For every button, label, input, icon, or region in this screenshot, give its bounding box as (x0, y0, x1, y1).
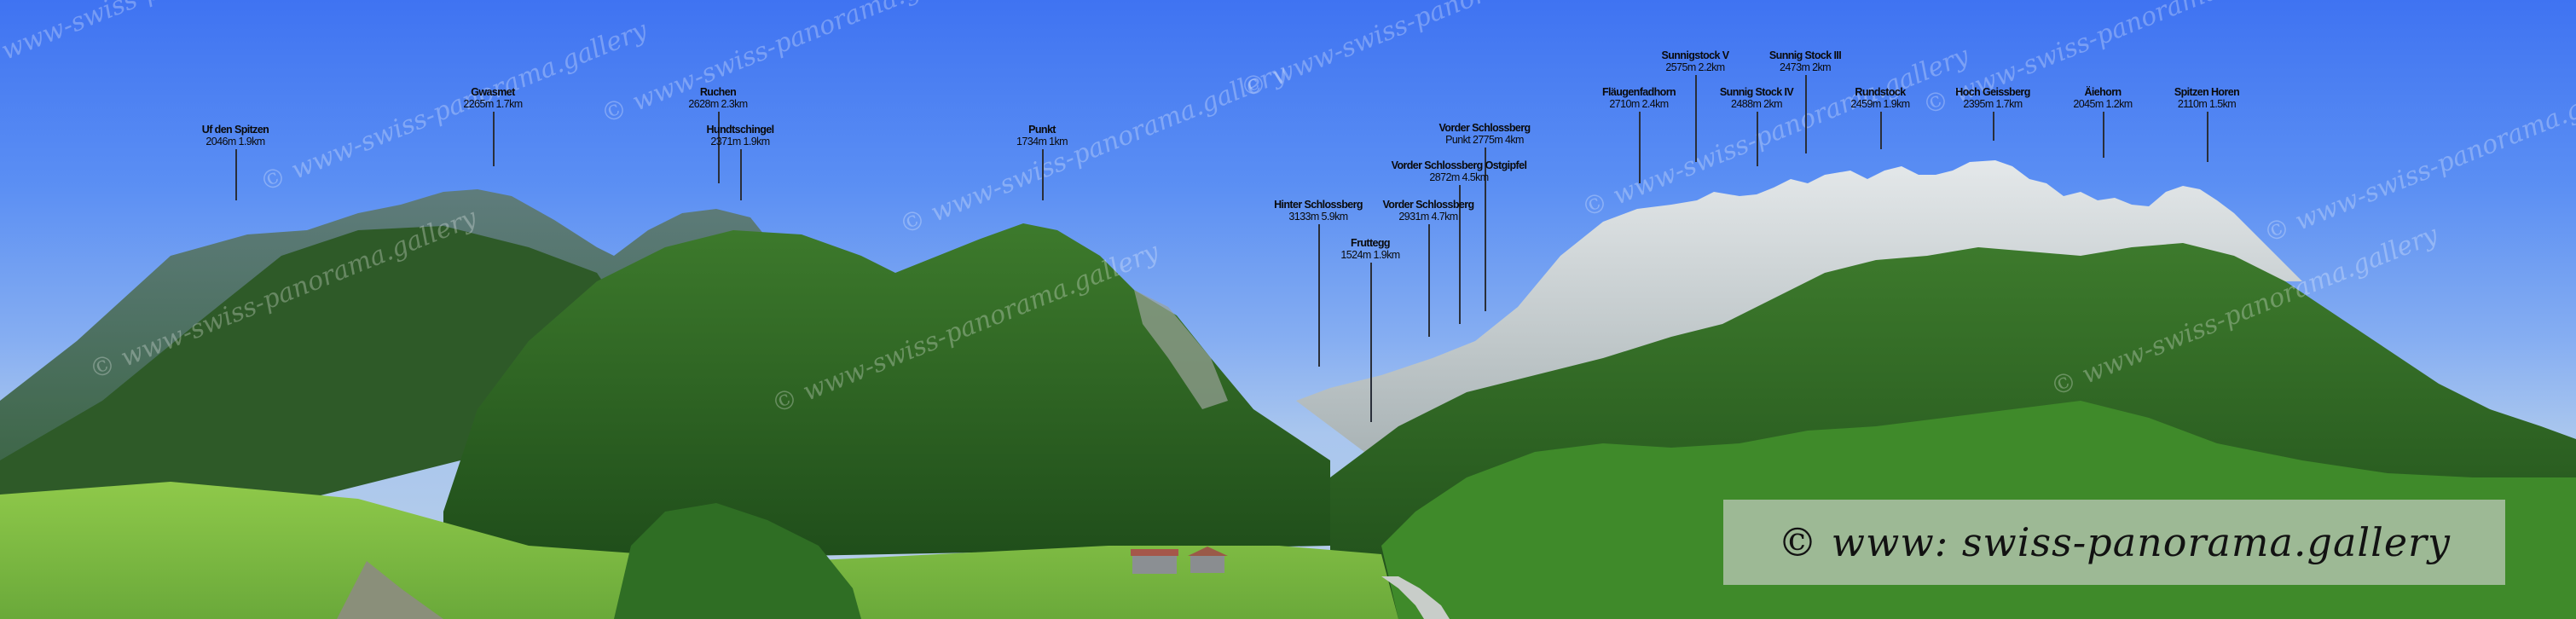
peak-leader-line (1318, 224, 1320, 367)
peak-name: Sunnigstock V (1661, 49, 1729, 61)
peak-elevation-distance: 2710m 2.4km (1609, 98, 1669, 110)
peak-leader-line (493, 112, 495, 166)
peak-leader-line (1459, 185, 1461, 324)
copyright-watermark: © www: swiss-panorama.gallery (1723, 500, 2505, 585)
peak-name: Uf den Spitzen (201, 124, 269, 136)
peak-name: Rundstock (1855, 86, 1906, 98)
peak-name: Sunnig Stock IV (1719, 86, 1794, 98)
peak-leader-line (740, 149, 742, 200)
peak-leader-line (1042, 149, 1044, 200)
peak-name: Vorder Schlossberg Ostgipfel (1391, 159, 1527, 171)
peak-elevation-distance: 2110m 1.5km (2177, 98, 2237, 110)
peak-name: Sunnig Stock III (1768, 49, 1842, 61)
peak-elevation-distance: 2473m 2km (1780, 61, 1832, 73)
peak-elevation-distance: 2872m 4.5km (1429, 171, 1489, 183)
peak-leader-line (1695, 75, 1697, 162)
peak-name: Vorder Schlossberg (1382, 199, 1474, 211)
peak-name: Vorder Schlossberg (1439, 122, 1531, 134)
peak-name: Hundtschingel (706, 124, 774, 136)
peak-elevation-distance: 1734m 1km (1016, 136, 1068, 148)
peak-leader-line (1485, 148, 1486, 311)
peak-leader-line (2207, 112, 2208, 162)
peak-leader-line (718, 112, 720, 183)
peak-elevation-distance: 2575m 2.2km (1665, 61, 1725, 73)
peak-elevation-distance: 3133m 5.9km (1288, 211, 1348, 223)
peak-name: Fläugenfadhorn (1601, 86, 1676, 98)
peak-elevation-distance: 2488m 2km (1731, 98, 1783, 110)
peak-name: Punkt (1028, 124, 1056, 136)
peak-leader-line (1370, 263, 1372, 422)
peak-name: Gwasmet (471, 86, 515, 98)
peak-name: Spitzen Horen (2174, 86, 2240, 98)
peak-elevation-distance: 2046m 1.9km (206, 136, 265, 148)
peak-leader-line (1880, 112, 1882, 149)
peak-elevation-distance: 1524m 1.9km (1340, 249, 1400, 261)
peak-name: Ruchen (699, 86, 737, 98)
peak-leader-line (1757, 112, 1758, 166)
peak-elevation-distance: Punkt 2775m 4km (1445, 134, 1524, 146)
peak-name: Hoch Geissberg (1955, 86, 2030, 98)
peak-elevation-distance: 2265m 1.7km (463, 98, 523, 110)
peak-leader-line (1428, 224, 1430, 337)
peak-elevation-distance: 2371m 1.9km (710, 136, 770, 148)
peak-leader-line (1805, 75, 1807, 153)
peak-elevation-distance: 2628m 2.3km (688, 98, 748, 110)
peak-elevation-distance: 2395m 1.7km (1963, 98, 2023, 110)
peak-name: Äiehorn (2084, 86, 2122, 98)
copyright-text: © www: swiss-panorama.gallery (1777, 519, 2452, 565)
peak-elevation-distance: 2045m 1.2km (2073, 98, 2133, 110)
peak-leader-line (235, 149, 237, 200)
peak-elevation-distance: 2931m 4.7km (1398, 211, 1458, 223)
peak-leader-line (2103, 112, 2104, 158)
peak-name: Hinter Schlossberg (1274, 199, 1363, 211)
peak-leader-line (1639, 112, 1641, 183)
peak-name: Fruttegg (1351, 237, 1390, 249)
peak-leader-line (1993, 112, 1994, 141)
peak-elevation-distance: 2459m 1.9km (1850, 98, 1910, 110)
